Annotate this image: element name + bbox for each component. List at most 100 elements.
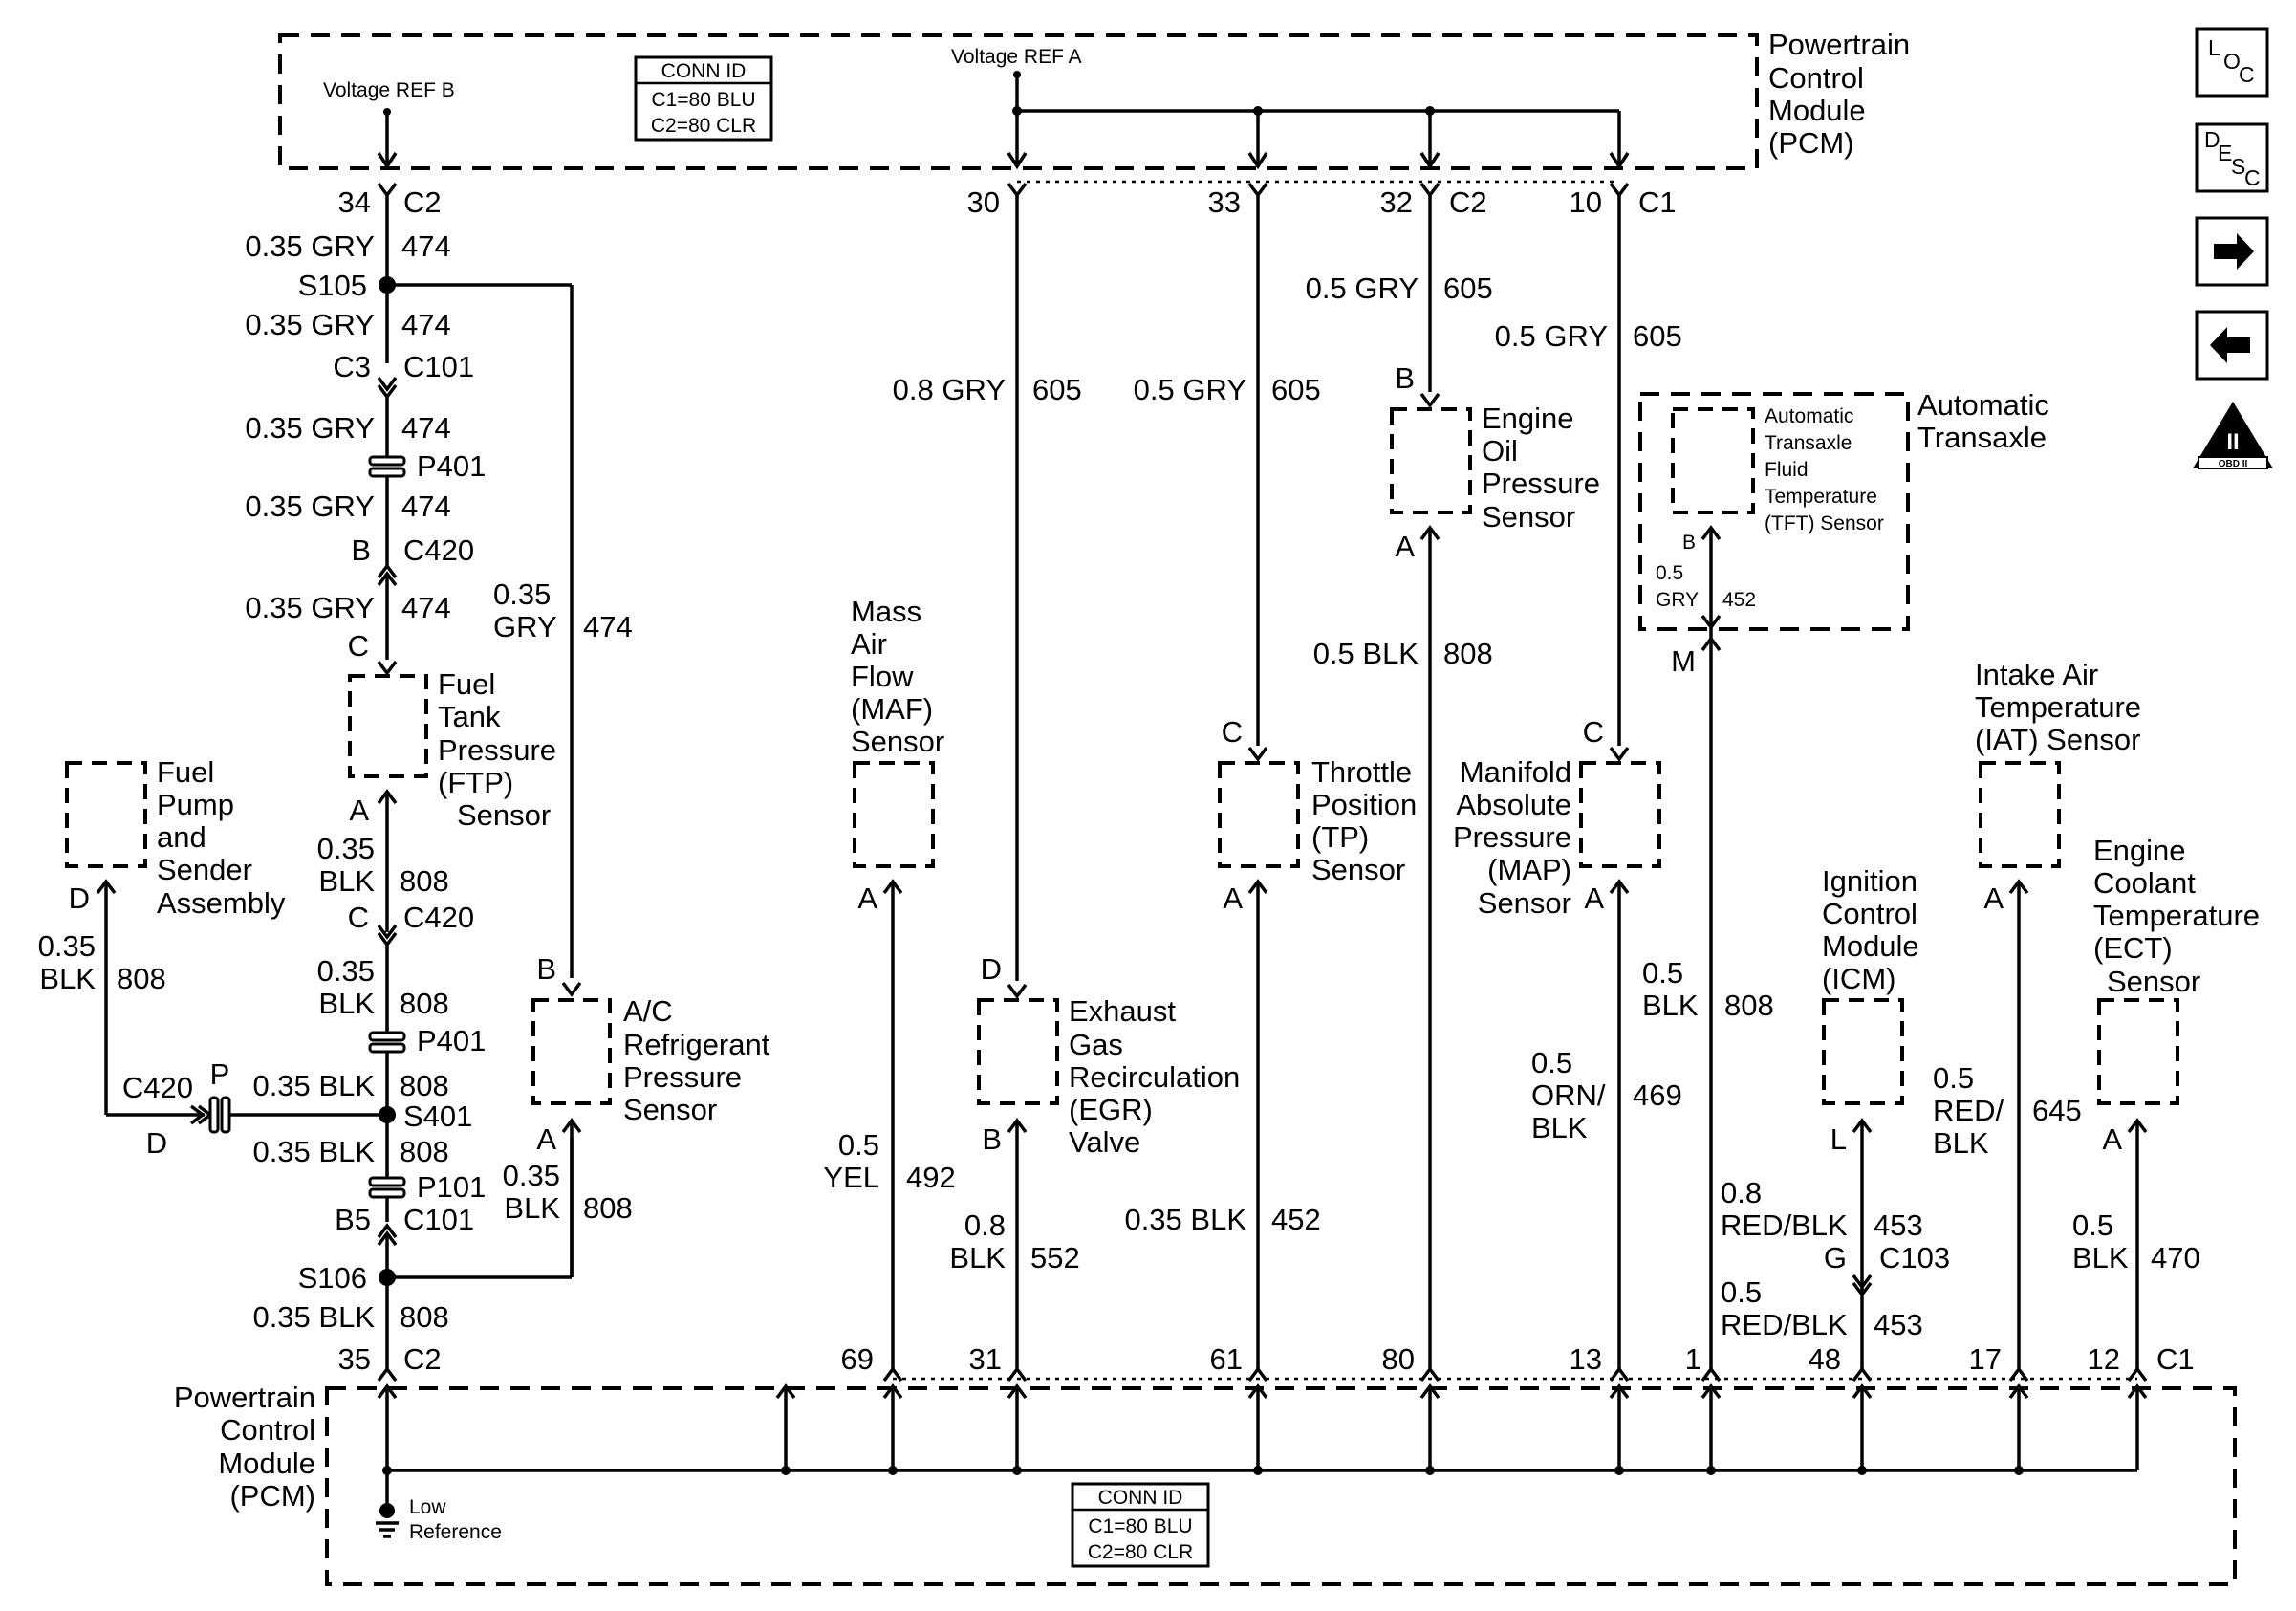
tft-bottom-wire-num: 808 bbox=[1724, 989, 1774, 1022]
pcm-top-title-1: Powertrain bbox=[1768, 28, 1910, 61]
bottom-pin-row: 35 C2 69 31 61 80 13 1 48 17 12 C1 bbox=[338, 1342, 2195, 1381]
conn-id-bottom: CONN ID C1=80 BLU C2=80 CLR bbox=[1071, 1482, 1210, 1568]
icm-pin-g: G bbox=[1824, 1241, 1847, 1274]
loc-letter-o: O bbox=[2223, 49, 2241, 74]
wire-474-num-4: 474 bbox=[401, 490, 451, 523]
tp-label-2: Position bbox=[1311, 788, 1417, 821]
voltage-ref-b-label: Voltage REF B bbox=[323, 79, 455, 101]
fuel-wire-size-1: 0.35 bbox=[38, 929, 96, 963]
ect-label-4: (ECT) bbox=[2093, 931, 2173, 965]
maf-wire-num: 492 bbox=[906, 1161, 956, 1194]
obd-ii-icon[interactable]: II OBD II bbox=[2193, 402, 2273, 469]
low-reference-label-1: Low bbox=[409, 1496, 446, 1518]
pin-12: 12 bbox=[2088, 1342, 2120, 1376]
pass-through-p101-label: P101 bbox=[417, 1170, 486, 1204]
connector-p-label: P bbox=[210, 1057, 230, 1091]
arrow-left-icon[interactable] bbox=[2195, 310, 2269, 381]
tft-wire-size-2: GRY bbox=[1656, 589, 1699, 611]
wire-808-num-4: 808 bbox=[400, 1135, 449, 1168]
pin-31: 31 bbox=[969, 1342, 1002, 1376]
arrow-right-icon[interactable] bbox=[2195, 216, 2269, 287]
icm-label-3: Module bbox=[1822, 929, 1919, 963]
nav-loc-button[interactable]: L O C bbox=[2195, 27, 2269, 98]
pin-c1-bottom: C1 bbox=[2156, 1342, 2195, 1376]
ect-pin-a: A bbox=[2102, 1122, 2122, 1156]
pcm-top-title-4: (PCM) bbox=[1768, 126, 1854, 160]
ftp-label-4: (FTP) bbox=[438, 766, 513, 799]
obd-numeral: II bbox=[2226, 429, 2239, 455]
tp-pin-c: C bbox=[1222, 715, 1243, 749]
iat-wire-size-2: RED/ bbox=[1933, 1094, 2004, 1127]
pin-80: 80 bbox=[1382, 1342, 1415, 1376]
pcm-top-module: Powertrain Control Module (PCM) Voltage … bbox=[278, 28, 1910, 170]
ect-label-2: Coolant bbox=[2093, 866, 2196, 900]
pass-through-p101 bbox=[368, 1176, 406, 1187]
ftp-label-3: Pressure bbox=[438, 733, 556, 767]
splice-s401-label: S401 bbox=[403, 1099, 472, 1133]
wire-474-size-5: 0.35 GRY bbox=[245, 591, 375, 624]
tft-label-3: Fluid bbox=[1765, 459, 1809, 481]
icm-label-1: Ignition bbox=[1822, 864, 1917, 898]
icm-wire-size-1a: 0.8 bbox=[1721, 1176, 1762, 1209]
eop-label-4: Sensor bbox=[1482, 500, 1575, 533]
wire-808-size-3: 0.35 BLK bbox=[252, 1069, 375, 1102]
egr-label-2: Gas bbox=[1069, 1028, 1123, 1061]
map-label-3: Pressure bbox=[1453, 820, 1571, 854]
ftp-pin-c: C bbox=[348, 629, 369, 663]
icm-label-4: (ICM) bbox=[1822, 962, 1895, 995]
map-pin-c: C bbox=[1583, 715, 1604, 749]
iat-pin-a: A bbox=[1983, 882, 2004, 915]
conn-id-bottom-c1: C1=80 BLU bbox=[1088, 1515, 1192, 1537]
conn-id-top-c2: C2=80 CLR bbox=[651, 115, 756, 137]
map-wire-num: 469 bbox=[1633, 1078, 1682, 1112]
pass-through-p401-1 bbox=[368, 455, 406, 467]
fuel-pump-label-2: Pump bbox=[157, 788, 234, 821]
conn-id-bottom-title: CONN ID bbox=[1098, 1487, 1183, 1509]
wire-808-size-1b: BLK bbox=[318, 864, 375, 898]
tft-pin-m: M bbox=[1671, 644, 1696, 678]
desc-letter-d: D bbox=[2204, 127, 2220, 152]
tft-wire-size-1: 0.5 bbox=[1656, 562, 1683, 584]
egr-label-3: Recirculation bbox=[1069, 1060, 1240, 1094]
eop-top-wire-num: 605 bbox=[1443, 272, 1493, 305]
pin-c-c420: C bbox=[348, 901, 369, 934]
egr-wire-size-1: 0.8 bbox=[964, 1208, 1006, 1242]
pin-61: 61 bbox=[1210, 1342, 1243, 1376]
fuel-wire-num: 808 bbox=[117, 962, 166, 995]
ect-label-3: Temperature bbox=[2093, 899, 2260, 932]
wire-808-num-5: 808 bbox=[400, 1300, 449, 1334]
pass-through-p401-label-2: P401 bbox=[417, 1024, 486, 1057]
pin-35: 35 bbox=[338, 1342, 371, 1376]
pcm-bottom-module: Powertrain Control Module (PCM) Low Refe… bbox=[174, 1381, 2237, 1586]
pin-c2-bottom: C2 bbox=[403, 1342, 442, 1376]
pass-through-p401-label-1: P401 bbox=[417, 449, 486, 483]
nav-desc-button[interactable]: D E S C bbox=[2195, 122, 2269, 193]
wire-474-num-5: 474 bbox=[401, 591, 451, 624]
egr-label-1: Exhaust bbox=[1069, 994, 1176, 1028]
tft-label-2: Transaxle bbox=[1765, 432, 1852, 454]
maf-label-5: Sensor bbox=[851, 725, 944, 758]
transaxle-label-2: Transaxle bbox=[1917, 421, 2047, 454]
ect-wire-size-2: BLK bbox=[2072, 1241, 2129, 1274]
pin-1: 1 bbox=[1685, 1342, 1701, 1376]
pin-33: 33 bbox=[1208, 185, 1241, 219]
pin-13: 13 bbox=[1570, 1342, 1602, 1376]
ac-label-1: A/C bbox=[623, 994, 673, 1028]
maf-sensor: Mass Air Flow (MAF) Sensor bbox=[851, 595, 944, 868]
connector-c420-label-1: C420 bbox=[403, 533, 474, 567]
ac-label-2: Refrigerant bbox=[623, 1028, 770, 1061]
pin-c2-top-left: C2 bbox=[403, 185, 442, 219]
tp-sensor: Throttle Position (TP) Sensor bbox=[1218, 755, 1417, 886]
ac-refrigerant-sensor: A/C Refrigerant Pressure Sensor bbox=[531, 994, 770, 1126]
eop-label-3: Pressure bbox=[1482, 467, 1600, 500]
loc-letter-l: L bbox=[2208, 35, 2220, 60]
branch-wire-num: 474 bbox=[583, 610, 633, 643]
iat-label-3: (IAT) Sensor bbox=[1975, 723, 2140, 756]
map-label-4: (MAP) bbox=[1487, 853, 1571, 886]
map-top-wire-size: 0.5 GRY bbox=[1495, 319, 1608, 353]
fuel-pump-label-1: Fuel bbox=[157, 755, 214, 789]
ac-label-4: Sensor bbox=[623, 1093, 717, 1126]
tft-label-5: (TFT) Sensor bbox=[1765, 512, 1884, 534]
egr-wire-size-2: BLK bbox=[949, 1241, 1006, 1274]
